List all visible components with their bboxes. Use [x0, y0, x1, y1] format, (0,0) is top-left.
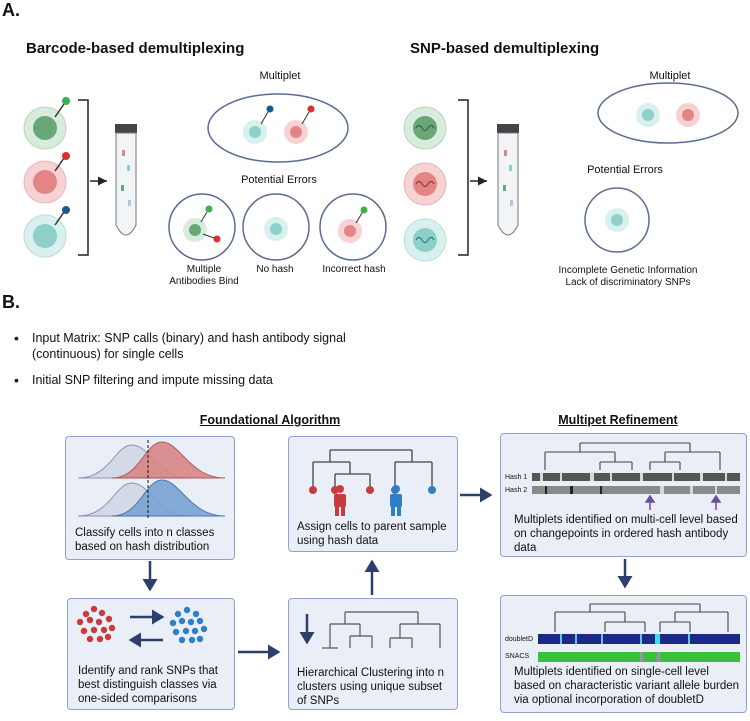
- hash1-label: Hash 1: [505, 474, 528, 481]
- snp-cell-red: [403, 162, 447, 206]
- bullet-item: •Initial SNP filtering and impute missin…: [14, 372, 273, 388]
- error-incorrect-cell: [319, 193, 387, 261]
- barcode-cell-teal: [23, 206, 70, 258]
- barcode-multiplet-label: Multiplet: [259, 70, 301, 82]
- refinement-header: Multipet Refinement: [558, 413, 678, 427]
- box-assign-text: Assign cells to parent sample using hash…: [297, 521, 447, 547]
- barcode-errors-label: Potential Errors: [241, 174, 317, 186]
- bullet-list: •Input Matrix: SNP calls (binary) and ha…: [14, 330, 374, 388]
- error-incorrect-label: Incorrect hash: [322, 264, 386, 275]
- foundational-header: Foundational Algorithm: [199, 413, 341, 427]
- doubletd-bar: [538, 634, 740, 644]
- hash-distribution-top: [77, 441, 226, 479]
- panel-a-label: A.: [2, 0, 20, 20]
- snacs-stripes: [640, 652, 660, 662]
- snp-multiplet-label: Multiplet: [649, 70, 691, 82]
- snp-cell-teal: [403, 218, 447, 262]
- assign-leaf-dots: [309, 486, 436, 494]
- box-hclust: [288, 598, 458, 710]
- bullet-item: •Input Matrix: SNP calls (binary) and ha…: [14, 330, 346, 361]
- assign-dendrogram: [312, 449, 433, 488]
- snp-cell-green: [403, 106, 447, 150]
- hash-bar-stripes: [540, 473, 727, 494]
- hash2-bar: [532, 486, 740, 494]
- hash2-label: Hash 2: [505, 487, 528, 494]
- error-multiple-cell: [168, 193, 236, 261]
- hash1-bar: [532, 473, 740, 481]
- multi-dendrogram: [544, 442, 721, 470]
- doubletd-label: doubletD: [505, 636, 534, 643]
- snp-error-line2: Lack of discriminatory SNPs: [565, 277, 691, 288]
- box-single-text: Multiplets identified on single-cell lev…: [514, 666, 740, 706]
- snp-tube: [497, 124, 519, 236]
- barcode-multiplet: [207, 93, 349, 163]
- blue-dot-cluster: [169, 606, 208, 644]
- box-classify-text: Classify cells into n classes based on h…: [75, 527, 215, 553]
- error-nohash-label: No hash: [256, 264, 294, 275]
- snp-title: SNP-based demultiplexing: [410, 40, 600, 57]
- hash-distribution-bottom: [77, 479, 226, 517]
- barcode-cell-green: [23, 97, 70, 150]
- snp-errors-label: Potential Errors: [587, 164, 663, 176]
- error-nohash-cell: [242, 193, 310, 261]
- box-multi-text: Multiplets identified on multi-cell leve…: [514, 514, 738, 554]
- red-dot-cluster: [76, 605, 116, 643]
- barcode-cell-red: [23, 152, 70, 204]
- doubletd-stripes: [560, 634, 690, 644]
- person-red-icon: [334, 485, 346, 516]
- box-multi: [500, 433, 747, 557]
- single-dendrogram: [554, 603, 729, 632]
- box-identify-text: Identify and rank SNPs that best disting…: [78, 665, 218, 705]
- error-multiple-label: Multiple Antibodies Bind: [169, 264, 239, 287]
- snp-error-cell: [584, 187, 650, 253]
- snp-multiplet: [597, 82, 739, 144]
- barcode-title: Barcode-based demultiplexing: [26, 40, 245, 57]
- box-assign: [288, 436, 458, 552]
- snacs-label: SNACS: [505, 653, 530, 660]
- box-hclust-text: Hierarchical Clustering into n clusters …: [297, 667, 445, 707]
- person-blue-icon: [390, 485, 402, 516]
- hclust-dendrogram: [322, 611, 441, 649]
- snacs-bar: [538, 652, 740, 662]
- barcode-tube: [115, 124, 137, 236]
- panel-b-label: B.: [2, 292, 20, 312]
- snp-error-line1: Incomplete Genetic Information: [558, 265, 698, 276]
- changepoint-arrows: [644, 494, 722, 510]
